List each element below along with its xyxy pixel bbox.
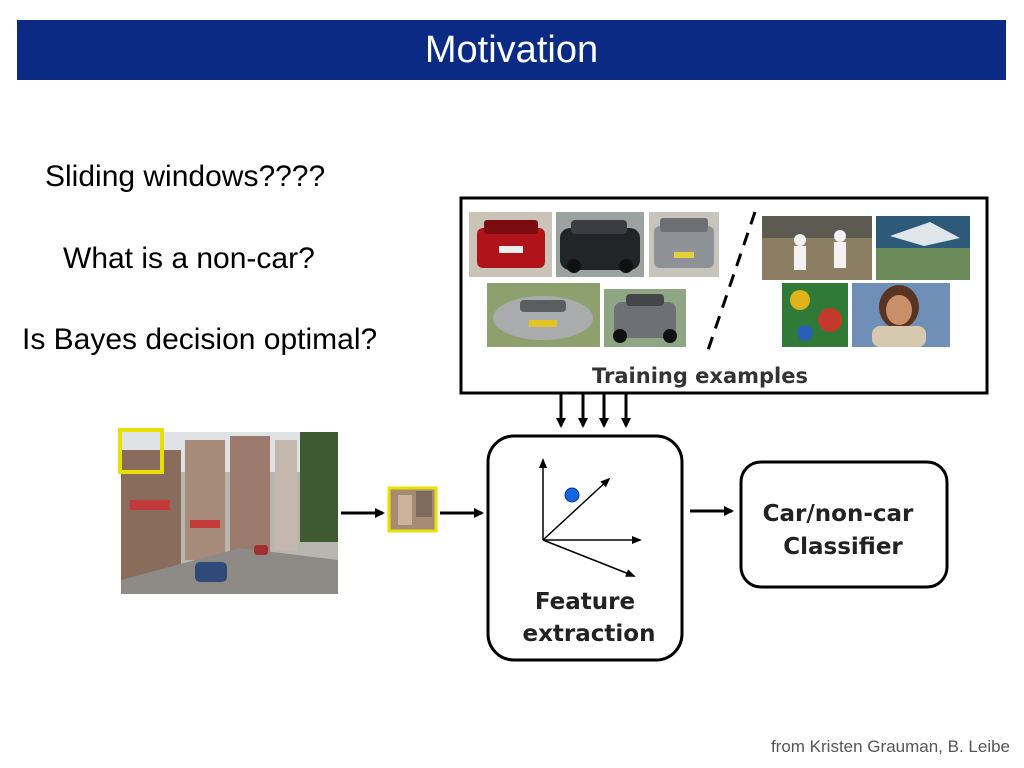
feature-extraction-box: Feature extraction xyxy=(486,434,684,662)
classifier-label-line1: Car/non-car xyxy=(763,501,914,527)
noncar-image-bird xyxy=(876,216,970,280)
car-image-4 xyxy=(487,283,600,347)
car-image-3 xyxy=(649,212,719,277)
dashed-divider xyxy=(704,211,757,357)
feature-point xyxy=(564,487,580,503)
street-scene-image xyxy=(118,428,338,594)
title-bar: Motivation xyxy=(17,20,1006,80)
question-sliding-windows: Sliding windows???? xyxy=(45,160,326,193)
feature-axis-z xyxy=(542,539,636,577)
car-image-1 xyxy=(469,212,552,277)
question-non-car: What is a non-car? xyxy=(63,242,315,275)
noncar-image-baseball xyxy=(762,216,872,280)
question-bayes-optimal: Is Bayes decision optimal? xyxy=(22,323,378,356)
slide-title: Motivation xyxy=(424,29,599,71)
training-examples-label: Training examples xyxy=(592,364,808,388)
feature-label-line1: Feature xyxy=(535,589,635,615)
window-patch-image xyxy=(387,486,438,533)
sliding-window-highlight xyxy=(118,428,164,474)
noncar-image-painting xyxy=(782,283,848,347)
feature-vector xyxy=(542,477,611,541)
source-credit: from Kristen Grauman, B. Leibe xyxy=(770,737,1010,756)
noncar-image-woman xyxy=(852,283,950,347)
classifier-box: Car/non-car Classifier xyxy=(739,460,949,589)
classifier-label-line2: Classifier xyxy=(783,534,903,560)
car-image-2 xyxy=(556,212,644,277)
feature-label-line2: extraction xyxy=(523,621,656,647)
training-to-feature-arrows xyxy=(556,394,631,428)
car-image-5 xyxy=(604,289,686,347)
training-examples-panel: Training examples xyxy=(459,196,989,395)
